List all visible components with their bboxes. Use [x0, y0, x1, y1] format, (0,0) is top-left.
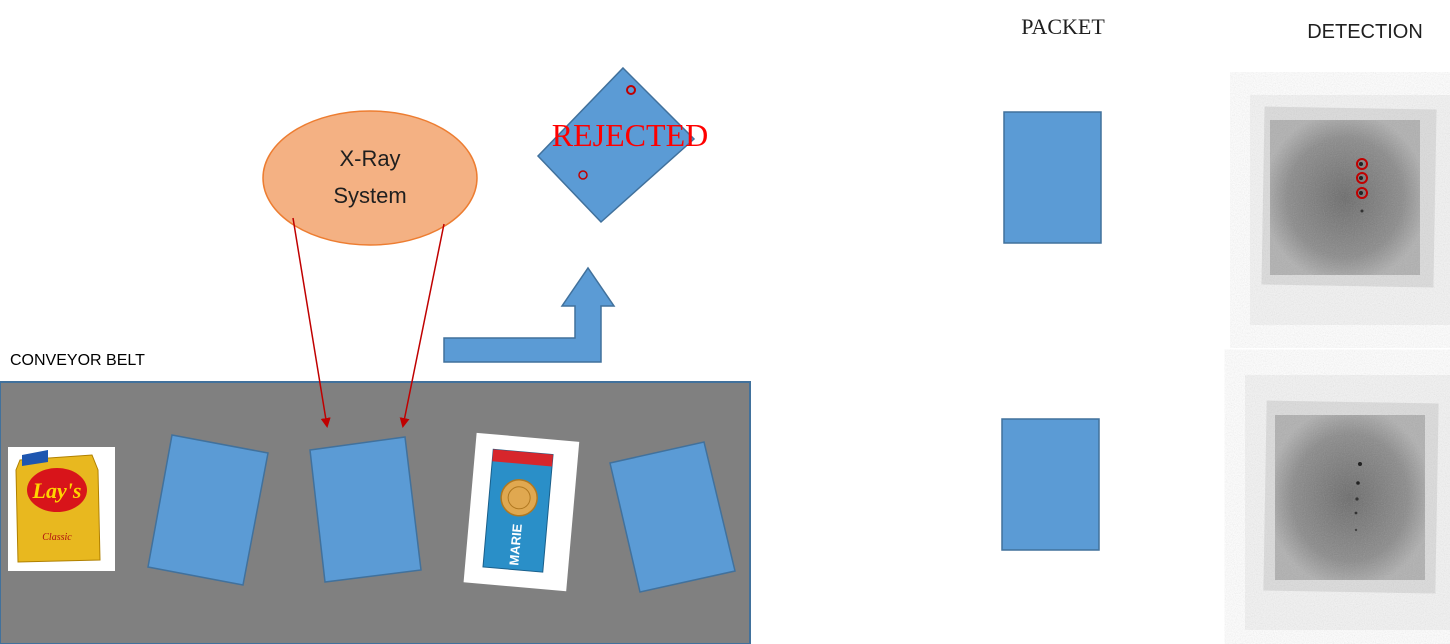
belt-packet-3: [609, 441, 736, 593]
svg-text:Lay's: Lay's: [32, 478, 82, 503]
xray-system-label-line2: System: [333, 183, 406, 208]
packet-header: PACKET: [1021, 14, 1105, 39]
svg-text:MARIE: MARIE: [506, 523, 525, 566]
xray-beam-left: [292, 217, 331, 428]
rejected-label: REJECTED: [552, 117, 708, 153]
xray-system-label-line1: X-Ray: [339, 146, 400, 171]
marie-biscuit-packet-image: MARIE: [463, 432, 580, 592]
defect-marker: [578, 170, 588, 180]
detection-header: DETECTION: [1307, 21, 1423, 43]
defect-marker: [1356, 172, 1368, 184]
defect-marker: [1356, 158, 1368, 170]
packet-reference-2: [1001, 418, 1100, 551]
reject-arrow: [443, 266, 616, 363]
detection-image-1: [1250, 95, 1450, 325]
belt-packet-2: [309, 436, 422, 583]
detection-image-2: [1245, 375, 1450, 630]
packet-reference-1: [1003, 111, 1102, 244]
defect-marker: [626, 85, 636, 95]
lays-packet-image: Lay's Classic: [8, 447, 115, 571]
conveyor-belt-label: CONVEYOR BELT: [10, 352, 145, 369]
belt-packet-1: [147, 434, 269, 586]
svg-text:Classic: Classic: [42, 532, 72, 543]
xray-system: X-Ray System: [262, 110, 478, 246]
defect-marker: [1356, 187, 1368, 199]
xray-beam-right: [399, 223, 445, 428]
rejected-packet: REJECTED: [536, 66, 708, 224]
